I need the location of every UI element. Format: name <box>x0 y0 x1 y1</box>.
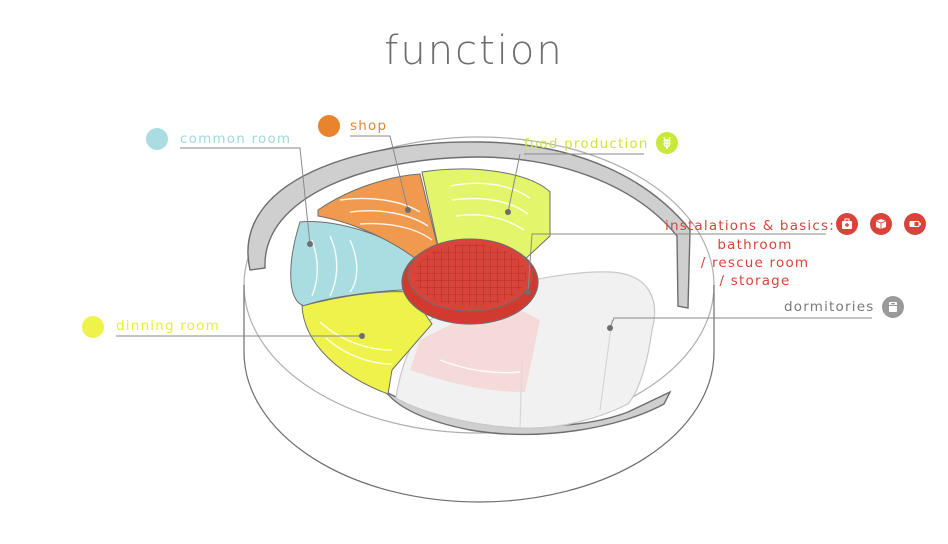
leader-inst <box>527 233 826 293</box>
dinning-room-zone <box>301 291 433 395</box>
leader-shop <box>350 135 409 211</box>
page-title: function <box>384 28 564 74</box>
installations-list: bathroom / rescue room / storage <box>690 236 820 290</box>
base-cylinder <box>243 285 715 503</box>
storage-box-icon <box>870 213 892 235</box>
yellow-dot-icon <box>82 316 104 338</box>
rescue-room-label: / rescue room <box>700 255 810 271</box>
storage-label: / storage <box>719 273 791 289</box>
dinning-room-label: dinning room <box>116 318 220 334</box>
teal-dot-icon <box>146 128 168 150</box>
outer-ring-wall <box>247 141 691 309</box>
leader-common <box>180 147 311 245</box>
shop-label: shop <box>350 118 388 134</box>
pink-sector <box>410 300 540 392</box>
locker-icon <box>882 296 904 318</box>
base-rim <box>243 136 715 434</box>
bathroom-label: bathroom <box>717 237 793 253</box>
orange-dot-icon <box>318 115 340 137</box>
battery-icon <box>904 213 926 235</box>
leader-dorm <box>609 317 872 329</box>
installations-label: instalations & basics: <box>665 218 835 234</box>
common-room-label: common room <box>180 131 292 147</box>
first-aid-kit-icon <box>836 213 858 235</box>
wheat-icon <box>656 132 678 154</box>
dormitories-label: dormitories <box>784 299 875 315</box>
food-production-label: food production <box>524 136 649 152</box>
